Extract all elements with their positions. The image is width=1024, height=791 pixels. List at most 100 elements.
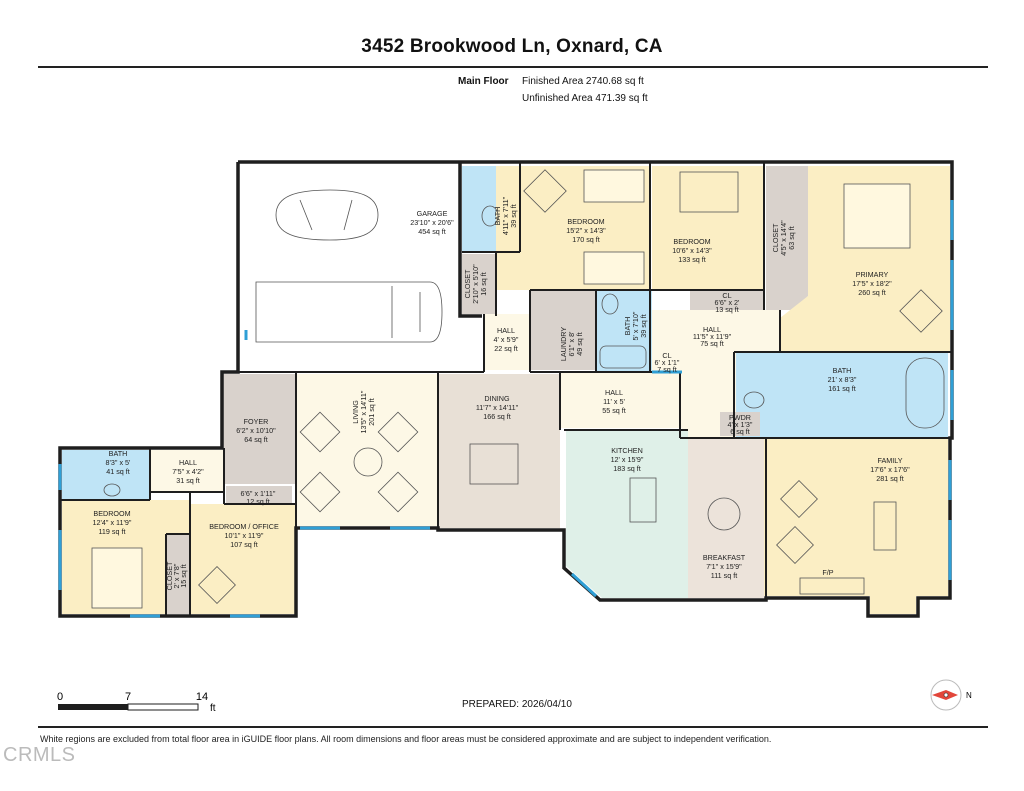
armchair-icon	[299, 471, 341, 513]
cl1-area-label: 13 sq ft	[715, 305, 739, 314]
room-labels: GARAGE 23'10" x 20'6" 454 sq ft BATH 4'1…	[93, 196, 911, 590]
closet2-name: CLOSET	[165, 561, 174, 590]
family-area	[764, 438, 948, 614]
hall4-area	[150, 450, 224, 492]
bath3-area-label: 41 sq ft	[106, 467, 130, 476]
header-divider	[38, 66, 988, 68]
breakfast-dims: 7'1" x 15'9"	[706, 562, 742, 571]
family-dims: 17'6" x 17'6"	[870, 465, 910, 474]
armchair-icon	[377, 411, 419, 453]
armchair-icon	[377, 471, 419, 513]
kitchen-dims: 12' x 15'9"	[611, 455, 644, 464]
bath2-area	[596, 290, 652, 372]
bath1-dims: 4'11" x 7'11"	[501, 196, 510, 235]
closet1-area-label: 16 sq ft	[479, 272, 488, 296]
bedroom3-area-label: 119 sq ft	[98, 527, 125, 536]
interior-walls	[60, 162, 952, 616]
bathtub-icon	[905, 357, 945, 429]
cl2-area-label: 7 sq ft	[657, 365, 677, 374]
kitchen-name: KITCHEN	[611, 446, 643, 455]
kitchen-area	[566, 430, 688, 598]
bedroom2-area-label: 133 sq ft	[678, 255, 706, 264]
living-name: LIVING	[351, 400, 360, 424]
kitchen-island-icon	[629, 477, 657, 523]
exterior-walls	[58, 160, 954, 618]
cl2-dims: 6' x 1'1"	[655, 358, 680, 367]
cl1-dims: 6'6" x 2'	[715, 298, 741, 307]
dining-name: DINING	[484, 394, 510, 403]
coffee-table-icon	[353, 447, 383, 477]
toilet-icon	[481, 205, 499, 227]
closet2-area-label: 15 sq ft	[179, 564, 188, 588]
mls-watermark: CRMLS	[3, 744, 76, 766]
kitchen-area-label: 183 sq ft	[613, 464, 641, 473]
truck-icon	[255, 281, 443, 343]
scale-unit: ft	[210, 703, 216, 714]
dining-area-label: 166 sq ft	[483, 412, 511, 421]
laundry-area-label: 49 sq ft	[575, 332, 584, 356]
bath3-name: BATH	[109, 449, 128, 458]
property-address-title: 3452 Brookwood Ln, Oxnard, CA	[361, 36, 663, 57]
armchair-icon	[780, 480, 818, 518]
family-area-label: 281 sq ft	[876, 474, 904, 483]
closet2-dims: 2' x 7'8"	[172, 563, 181, 588]
footer-divider	[38, 726, 988, 728]
hall3-name: HALL	[605, 388, 623, 397]
bed-icon	[583, 169, 645, 203]
closet1-name: CLOSET	[463, 269, 472, 298]
bath1-name: BATH	[493, 207, 502, 226]
living-area-label: 201 sq ft	[367, 398, 376, 426]
living-dims: 13'5" x 14'11"	[359, 390, 368, 433]
bath-primary-dims: 21' x 8'3"	[828, 375, 857, 384]
foyer-name: FOYER	[244, 417, 269, 426]
bedroom-office-area-label: 107 sq ft	[230, 540, 258, 549]
hall1-name: HALL	[497, 326, 515, 335]
dining-area	[438, 374, 560, 528]
hall3-dims: 11' x 5'	[603, 397, 625, 406]
cl1-name: CL	[722, 291, 731, 300]
toilet-icon	[601, 293, 619, 315]
bath2-dims: 5' x 7'10"	[631, 311, 640, 340]
windows	[58, 200, 954, 618]
fireplace-label: F/P	[822, 568, 833, 577]
bedroom-office-name: BEDROOM / OFFICE	[209, 522, 279, 531]
bedroom2-dims: 10'6" x 14'3"	[672, 246, 712, 255]
hall3-area-label: 55 sq ft	[602, 406, 626, 415]
garage-dims: 23'10" x 20'6"	[410, 218, 454, 227]
bedroom1-dims: 15'2" x 14'3"	[566, 226, 606, 235]
hall1-area-label: 22 sq ft	[494, 344, 518, 353]
bedroom-office-area	[190, 504, 296, 614]
bed-icon	[583, 251, 645, 285]
foyer-area	[222, 374, 296, 484]
hall4-area-label: 31 sq ft	[176, 476, 200, 485]
garage-area-label: 454 sq ft	[418, 227, 446, 236]
furniture	[91, 169, 945, 609]
sofa-icon	[873, 501, 897, 551]
scale-mark-7: 7	[125, 691, 131, 703]
bedroom1-name: BEDROOM	[567, 217, 604, 226]
breakfast-name: BREAKFAST	[703, 553, 746, 562]
bath2-name: BATH	[623, 317, 632, 336]
closet-primary-area-label: 63 sq ft	[787, 226, 796, 250]
bath1-area-label: 39 sq ft	[509, 204, 518, 228]
pwdr-dims: 4' x 1'3"	[728, 420, 753, 429]
fireplace-icon	[799, 577, 865, 595]
armchair-icon	[198, 566, 236, 604]
floor-label: Main Floor	[458, 76, 509, 87]
garage-name: GARAGE	[417, 209, 448, 218]
closet-primary-area	[766, 166, 808, 310]
toilet-icon	[743, 391, 765, 409]
cl2-name: CL	[662, 351, 671, 360]
closet-primary-name: CLOSET	[771, 223, 780, 252]
closet-primary-dims: 4'5" x 14'4"	[779, 220, 788, 256]
bed-icon	[91, 547, 143, 609]
laundry-name: LAUNDRY	[559, 327, 568, 361]
hall4-name: HALL	[179, 458, 197, 467]
car-icon	[275, 189, 379, 241]
finished-area: Finished Area 2740.68 sq ft	[522, 76, 644, 87]
closet1-dims: 2'10" x 5'10"	[471, 264, 480, 304]
closet1-area	[462, 254, 496, 314]
primary-area-label: 260 sq ft	[858, 288, 886, 297]
armchair-icon	[523, 169, 567, 213]
breakfast-area	[688, 438, 764, 598]
